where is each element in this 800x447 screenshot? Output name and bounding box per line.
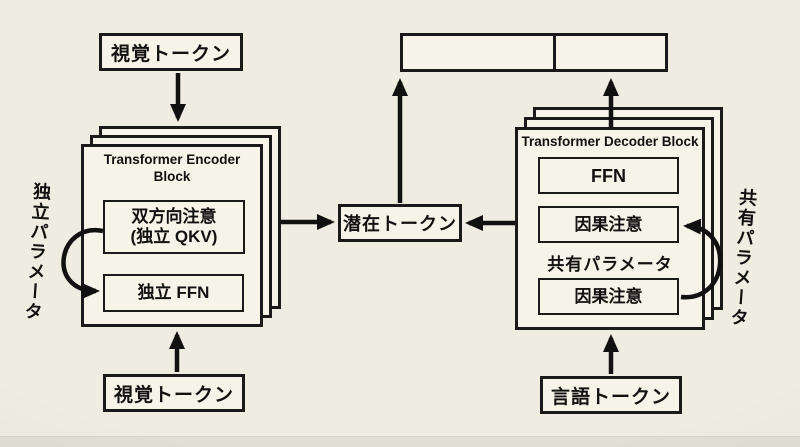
causal-attention-bottom-box: 因果注意 <box>538 278 679 315</box>
causal-attention-bottom-label: 因果注意 <box>574 286 643 306</box>
language-token-label: 言語トークン <box>550 386 671 408</box>
decoder-side-label: 共有パラメータ <box>728 187 758 329</box>
causal-attention-top-box: 因果注意 <box>538 206 679 243</box>
visual-token-bottom-label: 視覚トークン <box>113 384 234 406</box>
bidirectional-attention-box: 双方向注意 (独立 QKV) <box>103 200 245 254</box>
bottom-letterbox-band <box>0 436 800 447</box>
independent-ffn-box: 独立 FFN <box>103 274 244 312</box>
visual-token-input-box-top: 視覚トークン <box>99 33 243 71</box>
latent-token-label: 潜在トークン <box>343 214 457 234</box>
causal-attention-top-label: 因果注意 <box>574 214 643 234</box>
shared-params-inline-label: 共有パラメータ <box>547 255 673 274</box>
encoder-block-title: Transformer Encoder Block <box>103 152 241 184</box>
decoder-ffn-box: FFN <box>538 157 679 194</box>
output-box-divider <box>553 36 556 69</box>
visual-token-label: 視覚トークン <box>110 43 231 65</box>
visual-token-input-box-bottom: 視覚トークン <box>103 374 245 412</box>
independent-ffn-label: 独立 FFN <box>137 283 210 302</box>
latent-token-box: 潜在トークン <box>338 204 462 242</box>
language-token-input-box: 言語トークン <box>540 376 682 414</box>
output-sequence-box <box>400 33 668 72</box>
decoder-ffn-label: FFN <box>591 165 626 186</box>
decoder-block-title: Transformer Decoder Block <box>521 134 699 149</box>
encoder-side-label: 独立パラメータ <box>22 181 52 323</box>
bidirectional-attention-label: 双方向注意 (独立 QKV) <box>130 207 218 246</box>
